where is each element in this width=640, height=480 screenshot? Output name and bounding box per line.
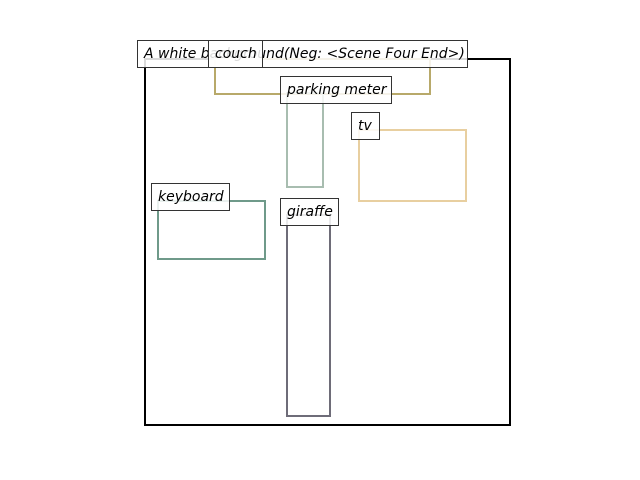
giraffe-label: giraffe	[280, 198, 339, 226]
giraffe-box	[286, 214, 331, 417]
couch-label: couch	[208, 40, 263, 68]
background-label: A white background(Neg: <Scene Four End>…	[137, 40, 468, 68]
parking-meter-label: parking meter	[280, 76, 392, 104]
keyboard-label: keyboard	[151, 183, 230, 211]
parking-meter-box	[286, 92, 324, 188]
tv-label: tv	[351, 112, 380, 140]
tv-box	[358, 129, 467, 202]
